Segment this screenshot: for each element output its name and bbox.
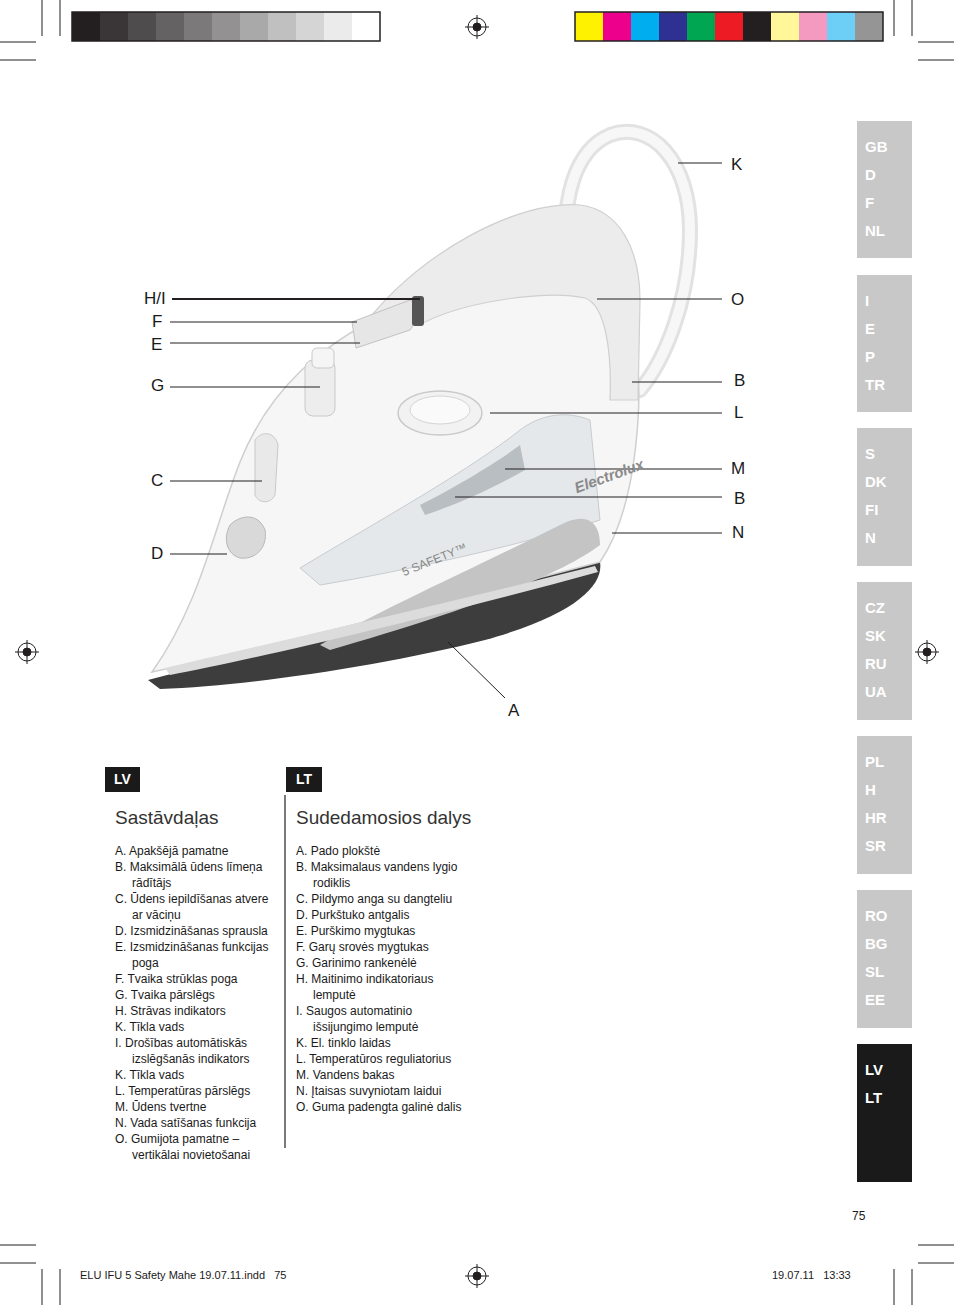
language-code: GB: [865, 133, 912, 161]
language-code: D: [865, 161, 912, 189]
footer-file: ELU IFU 5 Safety Mahe 19.07.11.indd 75: [80, 1269, 286, 1281]
registration-marks: [15, 15, 939, 1288]
parts-list-item: A. Pado plokštė: [296, 843, 472, 859]
leader-lines: [170, 163, 722, 1148]
language-code: FI: [865, 496, 912, 524]
parts-list-item: H. Maitinimo indikatoriaus lemputė: [296, 971, 472, 1003]
language-code: PL: [865, 748, 912, 776]
language-code: LV: [865, 1056, 912, 1084]
language-badge: LV: [105, 767, 140, 792]
parts-list-item: K. Tīkla vads: [115, 1019, 277, 1035]
parts-list-item: O. Guma padengta galinė dalis: [296, 1099, 472, 1115]
language-code: E: [865, 315, 912, 343]
parts-list-item: C. Ūdens iepildīšanas atvere ar vāciņu: [115, 891, 277, 923]
parts-list-item: E. Purškimo mygtukas: [296, 923, 472, 939]
parts-list-item: L. Temperatūros reguliatorius: [296, 1051, 472, 1067]
language-code: SK: [865, 622, 912, 650]
parts-list-item: N. Įtaisas suvyniotam laidui: [296, 1083, 472, 1099]
page-number: 75: [852, 1209, 865, 1223]
callout-letter: L: [734, 402, 743, 424]
language-code: F: [865, 189, 912, 217]
parts-list-item: K. Tīkla vads: [115, 1067, 277, 1083]
parts-list-item: A. Apakšējā pamatne: [115, 843, 277, 859]
language-code: N: [865, 524, 912, 552]
parts-list-item: I. Drošības automātiskās izslēgšanās ind…: [115, 1035, 277, 1067]
language-badge: LT: [286, 767, 322, 792]
language-code: LT: [865, 1084, 912, 1112]
callout-letter: O: [731, 289, 744, 311]
parts-list-item: G. Tvaika pārslēgs: [115, 987, 277, 1003]
language-tab: GBDFNL: [857, 121, 912, 258]
language-code: P: [865, 343, 912, 371]
callout-letter: F: [152, 311, 162, 333]
parts-list-item: D. Izsmidzināšanas sprausla: [115, 923, 277, 939]
parts-list-item: E. Izsmidzināšanas funkcijas poga: [115, 939, 277, 971]
callout-letter: C: [151, 470, 163, 492]
language-tab: SDKFIN: [857, 428, 912, 566]
parts-list-lv: Sastāvdaļas A. Apakšējā pamatneB. Maksimā…: [115, 806, 277, 1163]
language-code: S: [865, 440, 912, 468]
parts-list-item: N. Vada satīšanas funkcija: [115, 1115, 277, 1131]
colour-bar: [575, 12, 883, 41]
parts-list-item: H. Strāvas indikators: [115, 1003, 277, 1019]
parts-list-item: B. Maksimālā ūdens līmeņa rādītājs: [115, 859, 277, 891]
language-code: LT: [286, 767, 322, 792]
callout-letter: G: [151, 375, 164, 397]
language-code: LV: [105, 767, 140, 792]
iron-drawing: [148, 132, 690, 689]
callout-letter: N: [732, 522, 744, 544]
callout-letter: H/I: [144, 288, 166, 310]
footer-date: 19.07.11 13:33: [772, 1269, 851, 1281]
language-tab: LVLT: [857, 1044, 912, 1182]
callout-letter: A: [508, 700, 519, 722]
language-code: EE: [865, 986, 912, 1014]
language-code: TR: [865, 371, 912, 399]
language-code: I: [865, 287, 912, 315]
callout-letter: E: [151, 334, 162, 356]
language-code: SL: [865, 958, 912, 986]
parts-list-item: B. Maksimalaus vandens lygio rodiklis: [296, 859, 472, 891]
language-code: SR: [865, 832, 912, 860]
language-code: RU: [865, 650, 912, 678]
language-code: BG: [865, 930, 912, 958]
callout-letter: K: [731, 154, 742, 176]
language-code: CZ: [865, 594, 912, 622]
grey-bar: [72, 12, 380, 41]
parts-list-item: D. Purkštuko antgalis: [296, 907, 472, 923]
parts-list-item: C. Pildymo anga su dangteliu: [296, 891, 472, 907]
parts-list-item: G. Garinimo rankenėlė: [296, 955, 472, 971]
parts-list-item: L. Temperatūras pārslēgs: [115, 1083, 277, 1099]
parts-list-item: M. Ūdens tvertne: [115, 1099, 277, 1115]
callout-letter: B: [734, 488, 745, 510]
section-heading: Sastāvdaļas: [115, 806, 277, 830]
language-code: H: [865, 776, 912, 804]
language-code: DK: [865, 468, 912, 496]
parts-list-item: M. Vandens bakas: [296, 1067, 472, 1083]
parts-list-item: F. Garų srovės mygtukas: [296, 939, 472, 955]
language-tab: ROBGSLEE: [857, 890, 912, 1028]
language-tab: PLHHRSR: [857, 736, 912, 874]
language-code: RO: [865, 902, 912, 930]
language-tab: CZSKRUUA: [857, 582, 912, 720]
language-tab: IEPTR: [857, 275, 912, 412]
language-code: NL: [865, 217, 912, 245]
parts-list-item: O. Gumijota pamatne – vertikālai novieto…: [115, 1131, 277, 1163]
parts-list-lt: Sudedamosios dalys A. Pado plokštėB. Maks…: [296, 806, 472, 1115]
section-heading: Sudedamosios dalys: [296, 806, 472, 830]
parts-list-item: F. Tvaika strūklas poga: [115, 971, 277, 987]
parts-list-item: I. Saugos automatinio išsijungimo lemput…: [296, 1003, 472, 1035]
callout-letter: B: [734, 370, 745, 392]
language-code: UA: [865, 678, 912, 706]
callout-letter: D: [151, 543, 163, 565]
parts-list-item: K. El. tinklo laidas: [296, 1035, 472, 1051]
language-code: HR: [865, 804, 912, 832]
callout-letter: M: [731, 458, 745, 480]
